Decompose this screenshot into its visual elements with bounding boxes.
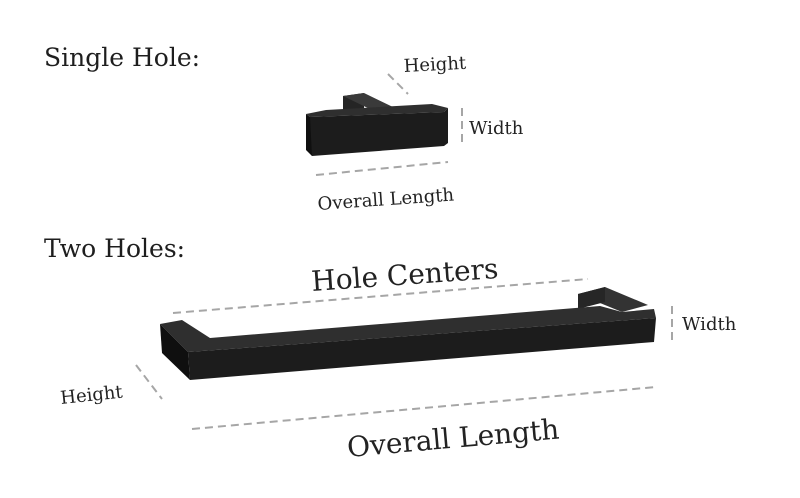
pull-bar-front — [188, 318, 656, 380]
two-hole-pull — [160, 287, 656, 380]
single-hole-section: Single Hole: Height Width Overall Length — [44, 43, 524, 215]
two-overall-length-label: Overall Length — [346, 413, 561, 464]
single-length-dim-line — [315, 161, 449, 176]
knob-bar-top — [306, 104, 448, 117]
pull-left-end — [160, 324, 190, 380]
single-height-label: Height — [403, 53, 467, 77]
two-holes-heading: Two Holes: — [44, 234, 185, 263]
single-hole-knob — [306, 93, 448, 156]
single-hole-heading: Single Hole: — [44, 43, 200, 72]
single-overall-length-label: Overall Length — [317, 184, 455, 215]
knob-bar-end — [306, 114, 312, 156]
two-holes-section: Two Holes: Hole Centers Width Height Ove… — [44, 234, 737, 464]
two-width-label: Width — [682, 314, 737, 335]
pull-bar-top — [160, 306, 656, 352]
hole-centers-dim-line — [172, 278, 589, 314]
single-width-label: Width — [469, 118, 524, 139]
two-height-label: Height — [59, 381, 124, 408]
single-height-dim-line — [387, 73, 409, 95]
pull-right-post-face — [578, 287, 605, 309]
knob-bar-front — [310, 108, 448, 156]
two-height-dim-line — [135, 364, 163, 400]
two-length-dim-line — [191, 386, 657, 430]
knob-post-top — [343, 93, 395, 111]
hole-centers-label: Hole Centers — [310, 252, 499, 298]
